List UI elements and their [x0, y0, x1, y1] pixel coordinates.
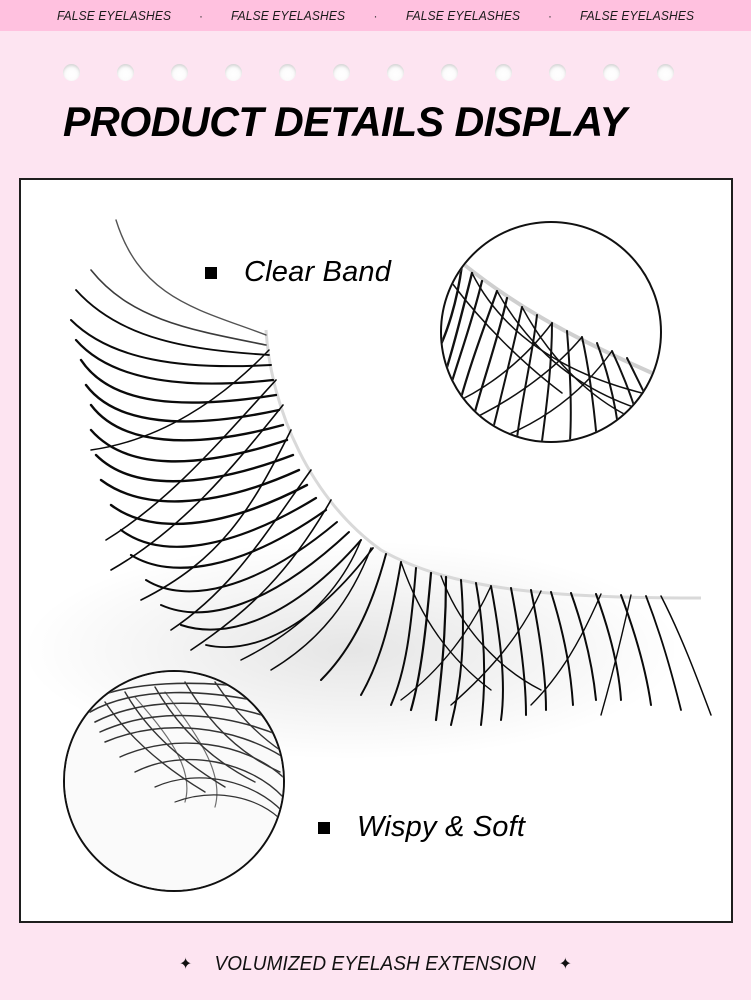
callout-clear-band: Clear Band [205, 256, 391, 289]
binder-hole-icon [117, 64, 134, 81]
binder-hole-icon [657, 64, 674, 81]
product-image-frame: Clear Band [19, 178, 733, 923]
binder-hole-icon [63, 64, 80, 81]
banner-text: FALSE EYELASHES [231, 8, 346, 23]
banner-separator: · [373, 8, 378, 23]
binder-hole-icon [225, 64, 242, 81]
sparkle-icon: ✦ [178, 956, 193, 973]
callout-label: Wispy & Soft [357, 811, 526, 843]
binder-hole-icon [549, 64, 566, 81]
binder-hole-icon [333, 64, 350, 81]
banner-separator: · [198, 8, 203, 23]
footer-text: VOLUMIZED EYELASH EXTENSION [214, 952, 537, 975]
clear-band-closeup-image [442, 261, 660, 441]
binder-holes [63, 64, 683, 82]
banner-separator: · [548, 8, 552, 23]
binder-hole-icon [171, 64, 188, 81]
page-title: PRODUCT DETAILS DISPLAY [63, 98, 627, 145]
wispy-soft-closeup [63, 670, 285, 892]
clear-band-closeup [440, 221, 662, 443]
banner-text: FALSE EYELASHES [580, 8, 695, 23]
callout-wispy-soft: Wispy & Soft [318, 811, 525, 844]
wispy-soft-closeup-image [65, 672, 283, 890]
callout-label: Clear Band [244, 256, 392, 288]
top-banner-strip: FALSE EYELASHES · FALSE EYELASHES · FALS… [0, 0, 751, 31]
footer-tagline: ✦ VOLUMIZED EYELASH EXTENSION ✦ [0, 938, 751, 990]
square-bullet-icon [205, 266, 217, 279]
banner-text: FALSE EYELASHES [405, 8, 520, 23]
binder-hole-icon [603, 64, 620, 81]
banner-text: FALSE EYELASHES [56, 8, 171, 23]
square-bullet-icon [318, 821, 330, 834]
binder-hole-icon [279, 64, 296, 81]
sparkle-icon: ✦ [558, 956, 573, 973]
binder-hole-icon [387, 64, 404, 81]
binder-hole-icon [441, 64, 458, 81]
binder-hole-icon [495, 64, 512, 81]
